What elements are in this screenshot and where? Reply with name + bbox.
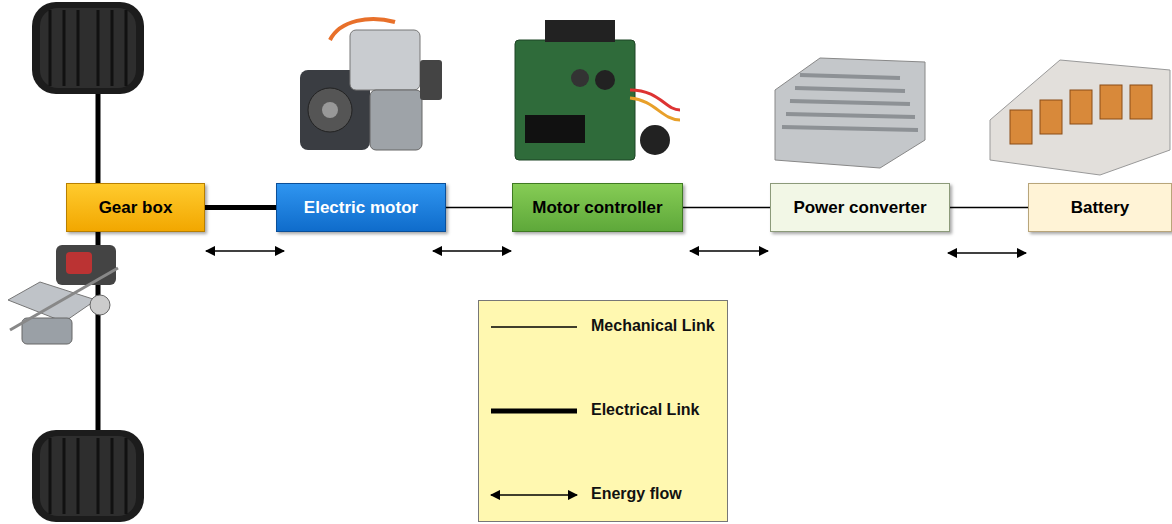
legend-sample	[489, 317, 581, 337]
box-label: Power converter	[793, 198, 926, 218]
legend-label: Electrical Link	[591, 401, 700, 419]
motor-picture	[300, 19, 442, 150]
gear-box: Gear box	[66, 183, 205, 232]
box-label: Gear box	[99, 198, 173, 218]
legend-row: Energy flow	[479, 483, 727, 507]
link-line	[446, 207, 512, 209]
motor-box: Electric motor	[276, 183, 446, 232]
gearbox-picture	[8, 245, 118, 344]
link-line	[205, 205, 276, 210]
energy-flow-arrow	[206, 251, 1026, 253]
converter-box: Power converter	[770, 183, 950, 232]
legend-label: Mechanical Link	[591, 317, 715, 335]
legend-row: Mechanical Link	[479, 315, 727, 339]
legend-label: Energy flow	[591, 485, 682, 503]
legend-sample	[489, 485, 581, 505]
legend-box: Mechanical LinkElectrical LinkEnergy flo…	[478, 300, 728, 522]
box-label: Motor controller	[532, 198, 662, 218]
link-line	[683, 207, 770, 209]
box-label: Electric motor	[304, 198, 418, 218]
controller-box: Motor controller	[512, 183, 683, 232]
legend-sample	[489, 401, 581, 421]
converter-picture	[775, 58, 925, 168]
axle	[96, 90, 101, 184]
link-line	[950, 207, 1028, 209]
wheel	[32, 430, 144, 522]
legend-row: Electrical Link	[479, 399, 727, 423]
battery-box: Battery	[1028, 183, 1172, 232]
box-label: Battery	[1071, 198, 1130, 218]
battery-picture	[990, 60, 1170, 175]
wheel	[32, 2, 144, 94]
controller-picture	[515, 20, 680, 160]
